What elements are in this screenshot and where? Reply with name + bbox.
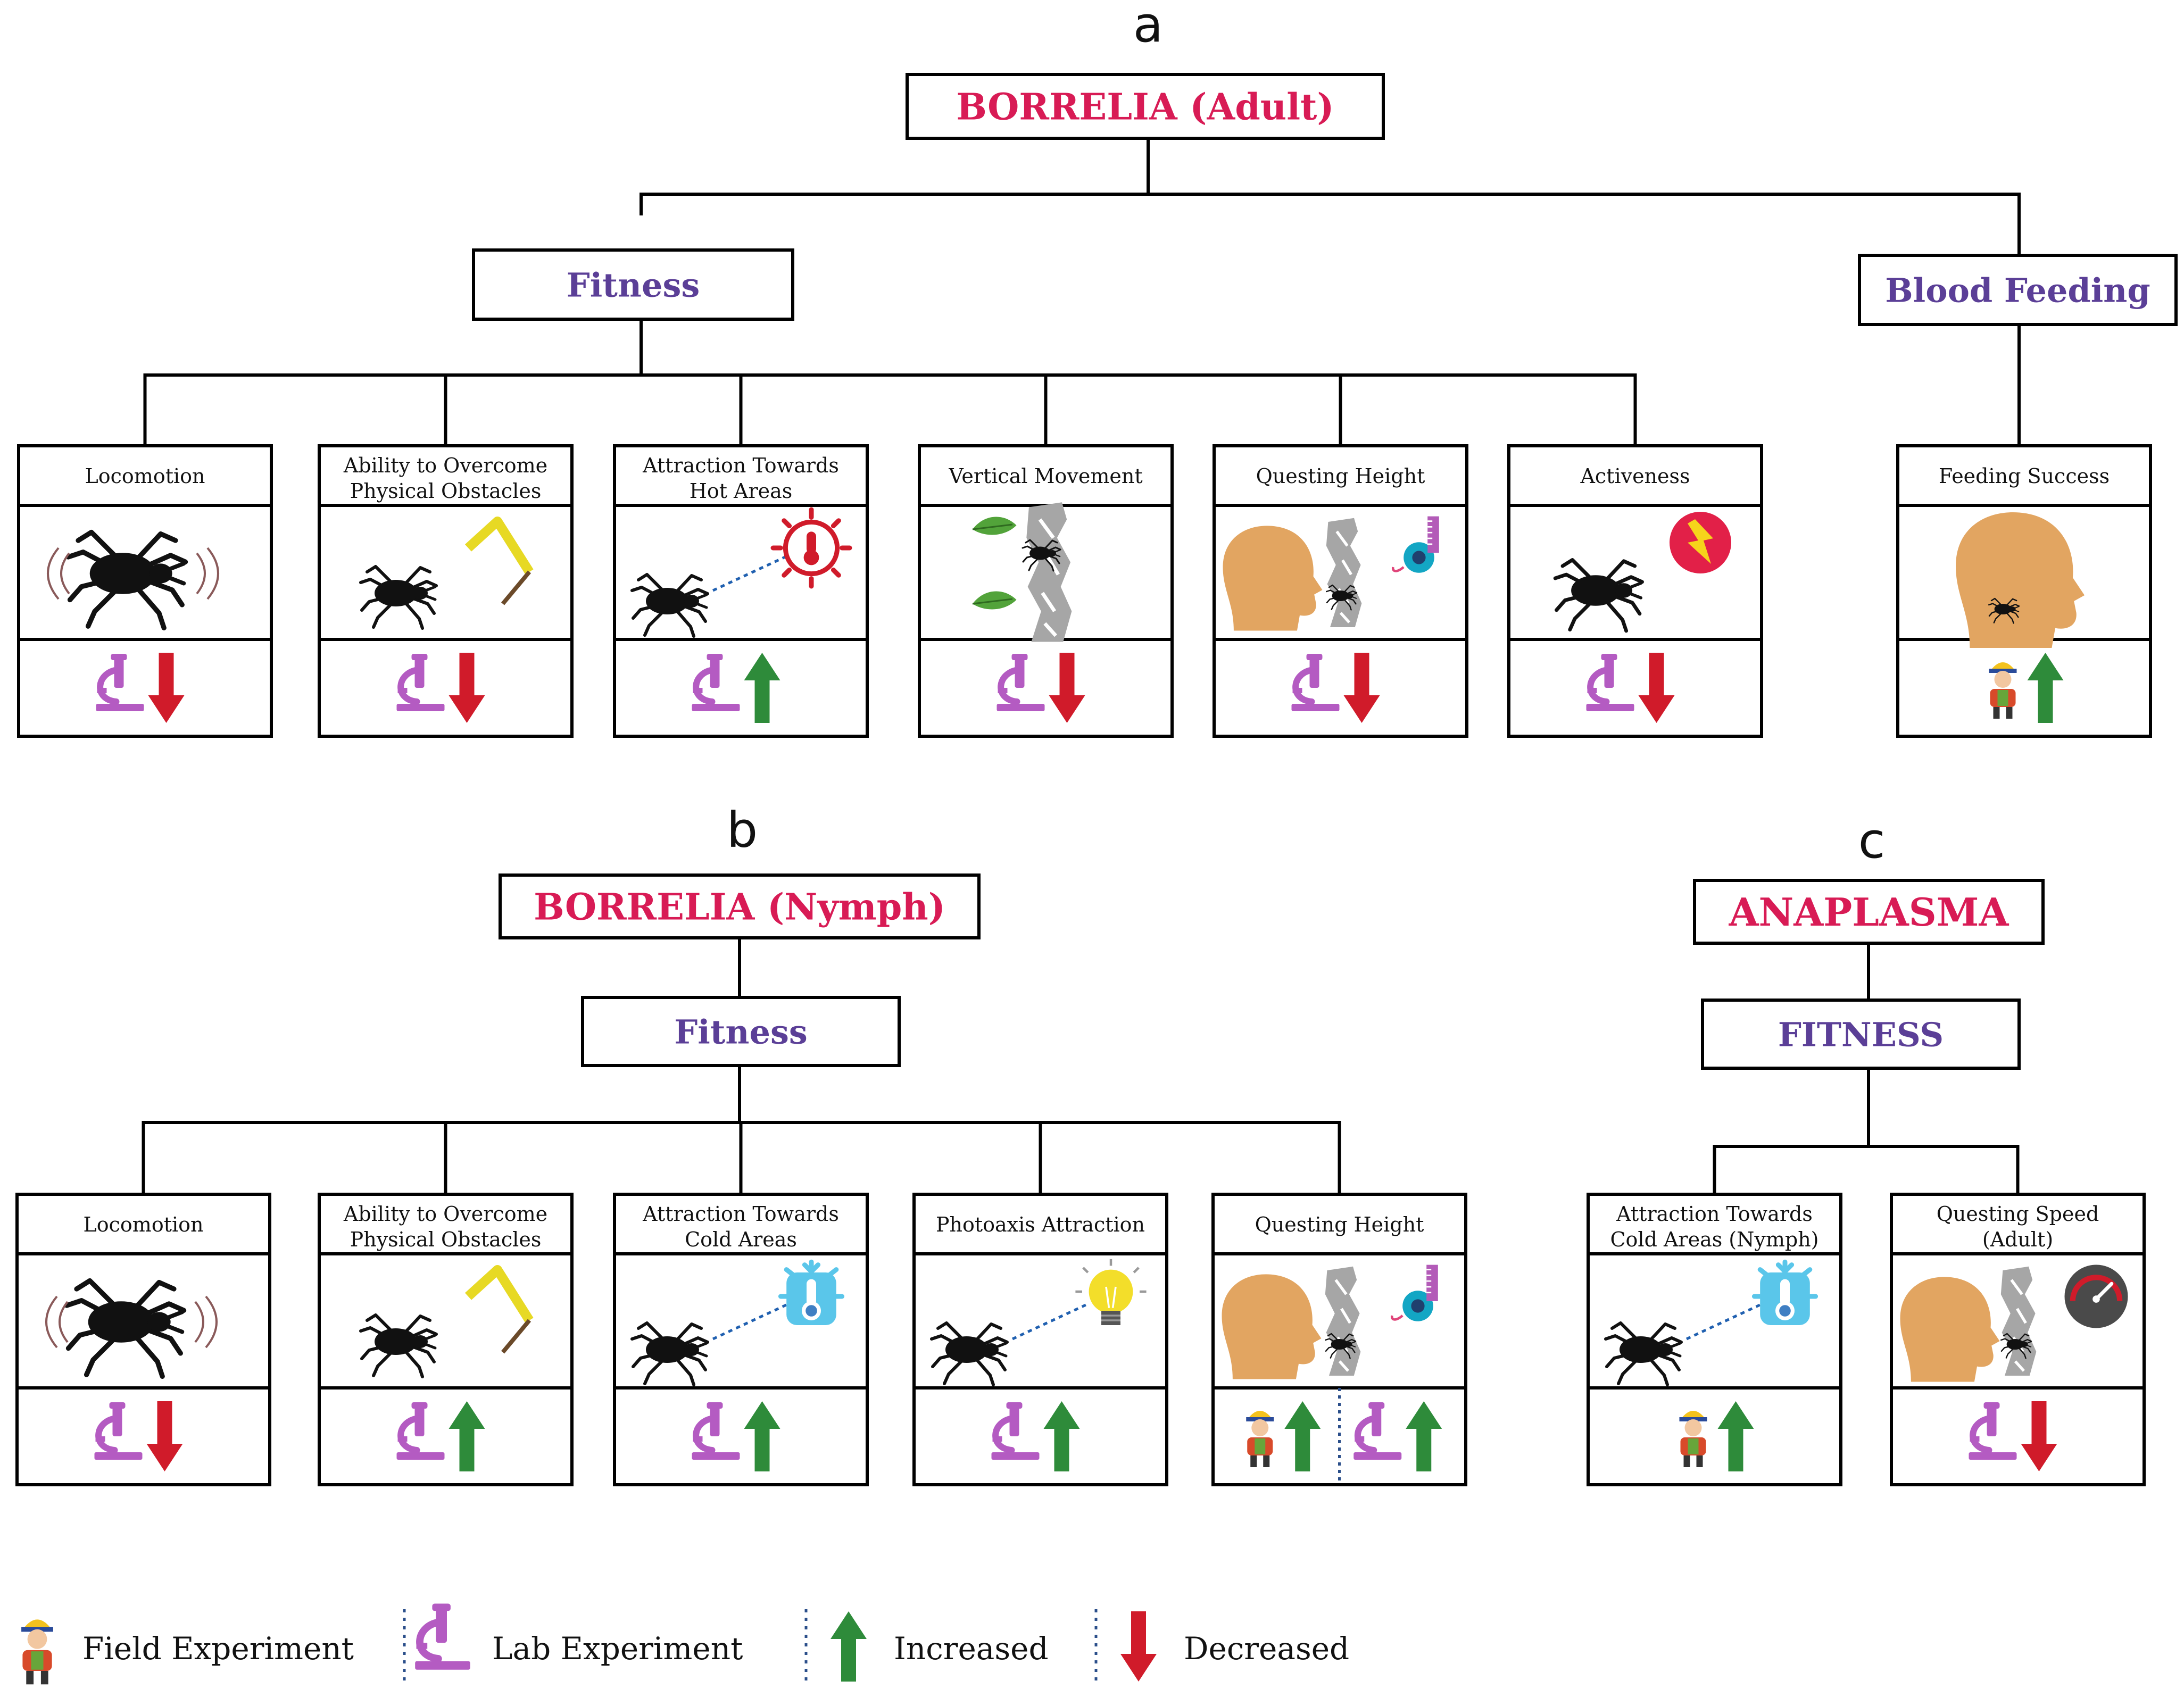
group-blood-feeding: Blood Feeding	[1858, 254, 2178, 326]
root-borrelia-adult: BORRELIA (Adult)	[906, 73, 1385, 140]
trait-label: Locomotion	[84, 1213, 204, 1236]
trait-label: Feeding Success	[1939, 464, 2110, 488]
trait-label-line-2: Physical Obstacles	[350, 1228, 542, 1251]
legend-item: Field Experiment	[21, 1619, 354, 1685]
group-fitness-a-label: Fitness	[567, 265, 700, 304]
trait-box: Photoaxis Attraction	[912, 1193, 1168, 1486]
lab-experiment-icon	[415, 1604, 470, 1670]
obstacle-icon	[464, 517, 534, 575]
legend: Field Experiment Lab Experiment Increased D…	[21, 1604, 1349, 1685]
trait-label-line-1: Ability to Overcome	[343, 1202, 547, 1226]
trait-label-line-2: Hot Areas	[690, 479, 793, 503]
trait-label-line-2: Cold Areas	[685, 1228, 797, 1251]
group-fitness-b-label: Fitness	[674, 1012, 808, 1051]
panel-letter-c: c	[1858, 812, 1886, 869]
legend-item: Lab Experiment	[403, 1604, 743, 1684]
motion-lines	[47, 547, 219, 600]
trait-label-line-1: Ability to Overcome	[343, 454, 547, 477]
trait-label: Questing Height	[1256, 464, 1425, 488]
trait-label: Vertical Movement	[948, 464, 1142, 488]
motion-lines	[45, 1295, 218, 1349]
legend-label: Decreased	[1184, 1630, 1349, 1667]
trait-box: Locomotion	[17, 444, 273, 738]
trait-box: Questing Height	[1213, 444, 1468, 738]
trait-label-line-2: Cold Areas (Nymph)	[1610, 1228, 1818, 1251]
trait-label-line-1: Attraction Towards	[642, 1202, 839, 1226]
dotted-path	[712, 1303, 788, 1341]
trait-box: Vertical Movement	[918, 444, 1174, 738]
group-blood-feeding-label: Blood Feeding	[1885, 271, 2150, 310]
trait-box: Feeding Success	[1896, 444, 2152, 738]
field-experiment-icon	[21, 1619, 53, 1685]
thermometer-hot-icon	[773, 510, 850, 586]
trait-label: Locomotion	[85, 464, 205, 488]
trait-box: Activeness	[1507, 444, 1763, 738]
panel-letter-a: a	[1133, 0, 1163, 53]
trait-label-line-1: Attraction Towards	[1616, 1202, 1813, 1226]
root-anaplasma: ANAPLASMA	[1693, 879, 2045, 945]
trait-label-line-2: Physical Obstacles	[350, 479, 542, 503]
legend-label: Increased	[894, 1630, 1049, 1667]
obstacle-leg	[501, 1319, 532, 1354]
trait-label: Questing Height	[1255, 1213, 1424, 1236]
root-borrelia-adult-label: BORRELIA (Adult)	[956, 86, 1334, 128]
increased-arrow-icon	[831, 1611, 867, 1682]
root-borrelia-nymph-label: BORRELIA (Nymph)	[534, 886, 945, 928]
group-fitness-c: FITNESS	[1701, 999, 2021, 1070]
trait-label: Activeness	[1580, 464, 1690, 488]
lightning-icon	[1670, 512, 1731, 573]
trait-label-line-1: Attraction Towards	[642, 454, 839, 477]
group-fitness-c-label: FITNESS	[1778, 1015, 1944, 1054]
root-borrelia-nymph: BORRELIA (Nymph)	[499, 873, 981, 939]
thermometer-cold-icon	[1754, 1262, 1815, 1325]
panel-letter-b: b	[727, 802, 758, 859]
thermometer-cold-icon	[780, 1262, 842, 1325]
trait-label: Photoaxis Attraction	[936, 1213, 1145, 1236]
trait-box: Questing Height	[1211, 1193, 1467, 1486]
legend-label: Field Experiment	[82, 1630, 354, 1667]
root-anaplasma-label: ANAPLASMA	[1729, 889, 2009, 935]
obstacle-icon	[464, 1265, 534, 1323]
trait-label-line-2: (Adult)	[1982, 1228, 2053, 1251]
legend-item: Decreased	[1094, 1609, 1349, 1684]
dotted-path	[712, 554, 788, 592]
trait-box: Locomotion	[15, 1193, 271, 1486]
obstacle-leg	[501, 570, 532, 605]
group-fitness-b: Fitness	[581, 996, 901, 1067]
dotted-path	[1011, 1303, 1088, 1341]
group-fitness-a: Fitness	[472, 248, 794, 321]
dotted-path	[1685, 1303, 1762, 1341]
legend-label: Lab Experiment	[492, 1630, 743, 1667]
trait-box: Questing Speed(Adult)	[1890, 1193, 2146, 1486]
speedometer-icon	[2065, 1265, 2128, 1328]
trait-label-line-1: Questing Speed	[1937, 1202, 2099, 1226]
legend-item: Increased	[804, 1609, 1049, 1684]
decreased-arrow-icon	[1120, 1611, 1157, 1682]
